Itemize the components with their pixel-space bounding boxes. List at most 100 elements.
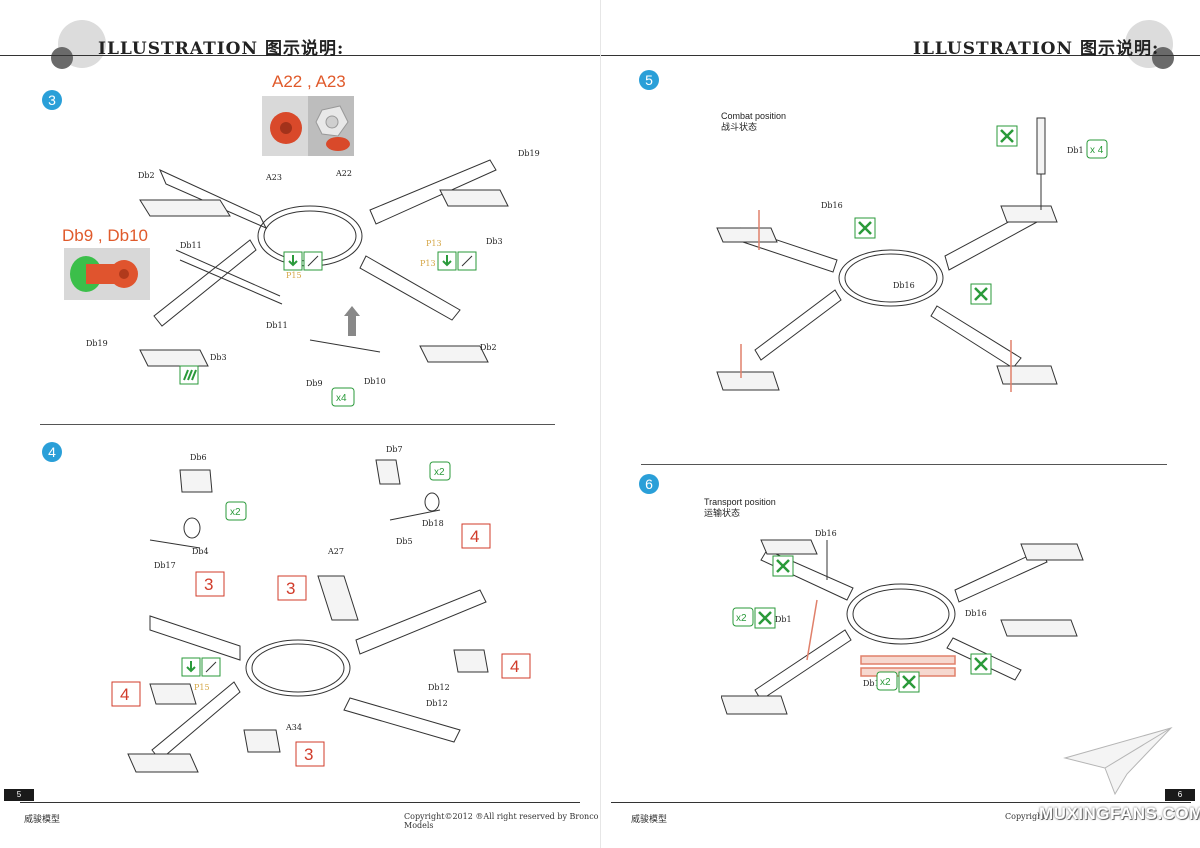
callout-a22-a23: A22 , A23: [272, 72, 346, 91]
label-db16: Db16: [893, 281, 915, 290]
label-db3-lower: Db3: [210, 353, 227, 362]
glue-icon: [181, 657, 201, 677]
cement-brush-icon: [970, 653, 992, 675]
paint-stripes-icon: [179, 365, 199, 385]
svg-text:x2: x2: [230, 507, 241, 518]
cement-brush-icon: [996, 125, 1018, 147]
step-3-assembly-drawing: Db2 A23 A22 Db19 Db11 Db11 Db3 Db3 Db2 D…: [86, 149, 540, 407]
caption-combat-en: Combat position: [721, 111, 787, 121]
glue-icon: [201, 657, 221, 677]
reference-box-4: 4: [111, 681, 141, 707]
label-db12: Db12: [428, 683, 450, 692]
cement-brush-icon: [970, 283, 992, 305]
left-page: ILLUSTRATION 图示说明: 3 A22 , A23 Db9 , Db1…: [0, 20, 600, 830]
label-db2-lower: Db2: [480, 343, 497, 352]
reference-box-3: 3: [277, 575, 307, 601]
label-p15: P15: [194, 683, 210, 692]
step-3-badge: 3: [42, 90, 62, 110]
glue-icon: [283, 251, 303, 271]
page-number: 6: [1165, 789, 1195, 801]
label-db19: Db19: [86, 339, 108, 348]
arrow-up-icon: [344, 306, 360, 336]
label-db10: Db10: [364, 377, 386, 386]
caption-combat-cn: 战斗状态: [721, 122, 758, 132]
label-db6: Db6: [190, 453, 207, 462]
step-5-assembly-drawing: Db1 Db16 Db16 x 4: [716, 117, 1108, 392]
caption-transport-en: Transport position: [704, 497, 776, 507]
cement-brush-icon: [854, 217, 876, 239]
step-6-assembly-drawing: Db16 Db16 Db1 Db1 x2 x2: [721, 529, 1084, 715]
caption-combat-position: Combat position 战斗状态: [721, 111, 786, 133]
glue-icon: [303, 251, 323, 271]
label-db3: Db3: [486, 237, 503, 246]
reference-box-4: 4: [461, 523, 491, 549]
page-title-left: ILLUSTRATION 图示说明:: [98, 39, 345, 59]
label-db2: Db2: [138, 171, 155, 180]
svg-text:4: 4: [120, 685, 129, 704]
quantity-badge: x2: [225, 501, 247, 521]
paper-plane-logo: [1063, 727, 1173, 796]
svg-text:x 4: x 4: [1090, 145, 1104, 156]
label-p13-top: P13: [426, 239, 442, 248]
reference-box-4: 4: [501, 653, 531, 679]
footer-copyright: Copyright©2012 ®All right reserved by Br…: [404, 812, 599, 830]
footer-copyright: Copyright: [1005, 812, 1046, 821]
reference-box-3: 3: [295, 741, 325, 767]
label-db5: Db5: [396, 537, 413, 546]
header-rule: [0, 55, 600, 56]
quantity-badge: x2: [429, 461, 451, 481]
caption-transport-cn: 运输状态: [704, 508, 741, 518]
label-db7: Db7: [386, 445, 403, 454]
header-rule: [601, 55, 1200, 56]
label-db12-lower: Db12: [426, 699, 448, 708]
cement-brush-icon: [898, 671, 920, 693]
step-5-badge: 5: [639, 70, 659, 90]
svg-text:3: 3: [286, 579, 295, 598]
label-db1-upper: Db1: [775, 615, 792, 624]
label-p15: P15: [286, 271, 302, 280]
page-number: 5: [4, 789, 34, 801]
glue-icon: [437, 251, 457, 271]
svg-text:x2: x2: [880, 677, 891, 688]
label-db1: Db1: [1067, 146, 1084, 155]
callout-db9-db10: Db9 , Db10: [62, 226, 148, 245]
step-4-assembly-drawing: Db6 Db7 Db17 Db4 Db18 Db5 A27 P15 Db12 D…: [111, 445, 531, 773]
footer-rule: [611, 802, 1191, 803]
label-a34: A34: [285, 723, 302, 732]
section-divider: [40, 424, 555, 425]
reference-box-3: 3: [195, 571, 225, 597]
quantity-badge: x2: [876, 671, 898, 691]
label-a22: A22: [335, 169, 352, 178]
label-db19-top: Db19: [518, 149, 540, 158]
svg-text:3: 3: [204, 575, 213, 594]
right-page: ILLUSTRATION 图示说明: 5 Combat position 战斗状…: [600, 0, 1200, 848]
label-a27: A27: [327, 547, 344, 556]
a22-a23-part-photo: [262, 96, 354, 156]
section-divider: [641, 464, 1167, 465]
step-4-badge: 4: [42, 442, 62, 462]
label-db11-lower: Db11: [266, 321, 288, 330]
label-a23: A23: [265, 173, 282, 182]
footer-rule: [20, 802, 580, 803]
label-db16: Db16: [965, 609, 987, 618]
cement-brush-icon: [754, 607, 776, 629]
label-db17: Db17: [154, 561, 176, 570]
svg-text:x2: x2: [736, 613, 747, 624]
quantity-badge: x4: [331, 387, 355, 407]
header-decoration-circles: [1125, 20, 1174, 69]
label-db1: Db1: [863, 679, 880, 688]
label-db9: Db9: [306, 379, 323, 388]
glue-icon: [457, 251, 477, 271]
svg-text:x2: x2: [434, 467, 445, 478]
caption-transport-position: Transport position 运输状态: [704, 497, 776, 519]
quantity-badge: x2: [732, 607, 754, 627]
page-title-right: ILLUSTRATION 图示说明:: [913, 39, 1160, 59]
label-db11: Db11: [180, 241, 202, 250]
site-watermark: MUXINGFANS.COM: [1039, 804, 1200, 823]
svg-text:4: 4: [470, 527, 479, 546]
svg-text:4: 4: [510, 657, 519, 676]
svg-text:x4: x4: [336, 393, 347, 404]
db9-db10-part-photo: [64, 248, 150, 300]
label-p13: P13: [420, 259, 436, 268]
header-decoration-circles: [51, 20, 106, 69]
